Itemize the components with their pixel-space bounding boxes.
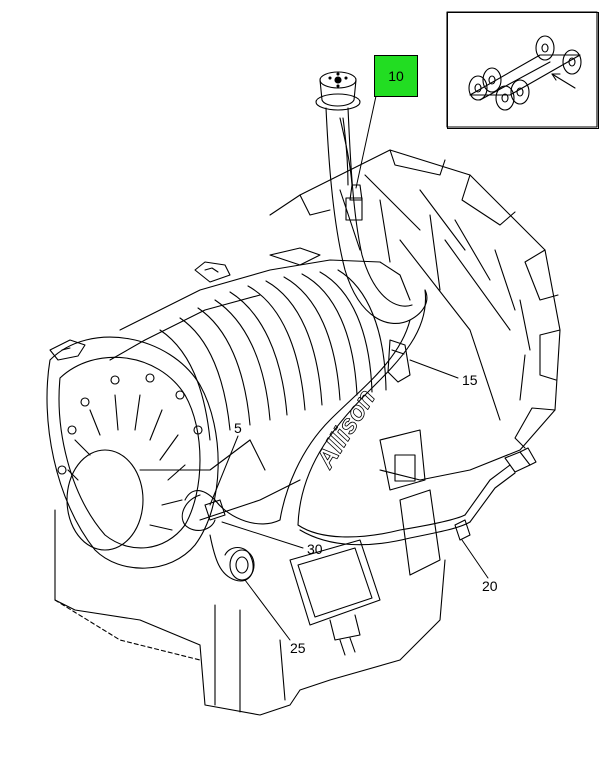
- location-arrow-icon: [551, 73, 576, 89]
- inset-frame: [447, 12, 599, 129]
- callout-10-highlight[interactable]: 10: [374, 55, 418, 97]
- grommet: [229, 549, 255, 581]
- housing-brand-text: Allison: [309, 384, 381, 474]
- bell-housing: [269, 149, 561, 481]
- callout-10-label: 10: [388, 68, 404, 84]
- wiring-harness: [181, 71, 537, 582]
- callout-25-label[interactable]: 25: [290, 640, 306, 656]
- oil-pan: [54, 429, 446, 716]
- leader-lines: [209, 95, 489, 641]
- harness-plug: [345, 197, 363, 221]
- callout-5-label[interactable]: 5: [234, 420, 242, 436]
- clip-15: [387, 339, 411, 383]
- transmission-case: Allison: [49, 247, 411, 521]
- callout-30-label[interactable]: 30: [307, 541, 323, 557]
- clip-20: [454, 519, 471, 541]
- clip-5: [204, 499, 226, 521]
- callout-15-label[interactable]: 15: [462, 372, 478, 388]
- chassis-wheels: [468, 35, 582, 111]
- inset-chassis-view: [446, 11, 598, 128]
- callout-20-label[interactable]: 20: [482, 578, 498, 594]
- front-flange: [46, 336, 219, 569]
